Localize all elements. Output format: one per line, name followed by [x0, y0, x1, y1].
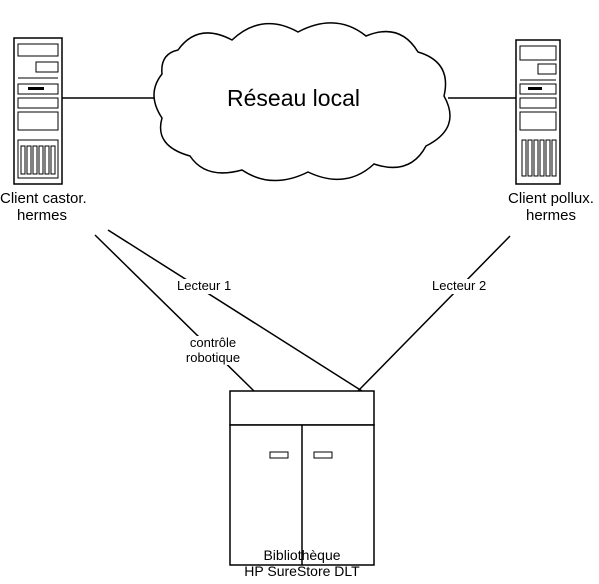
network-label: Réseau local	[227, 85, 360, 111]
cloud-shape	[153, 22, 451, 182]
drive2-line	[357, 235, 511, 392]
drive1-label: Lecteur 1	[176, 278, 233, 294]
client-castor-domain: hermes	[16, 206, 68, 224]
library-model: HP SureStore DLT	[244, 562, 360, 579]
robotic-control-line	[94, 234, 255, 392]
robotic-control-line1: contrôle	[189, 335, 237, 350]
client-castor-name: Client castor.	[0, 190, 87, 207]
client-castor-label: Client castor. hermes	[0, 190, 87, 225]
server-pollux-icon	[515, 39, 561, 185]
client-pollux-domain: hermes	[525, 206, 577, 224]
drive1-line	[107, 229, 363, 392]
server-castor-icon	[13, 37, 63, 185]
client-pollux-label: Client pollux. hermes	[503, 190, 599, 225]
tape-library-icon	[229, 390, 375, 566]
robotic-control-line2: robotique	[185, 349, 241, 365]
drive2-label: Lecteur 2	[431, 278, 488, 294]
client-pollux-name: Client pollux.	[508, 190, 594, 207]
robotic-control-label: contrôle robotique	[182, 335, 244, 366]
library-label: Bibliothèque HP SureStore DLT	[232, 547, 372, 579]
library-name: Bibliothèque	[263, 547, 341, 563]
